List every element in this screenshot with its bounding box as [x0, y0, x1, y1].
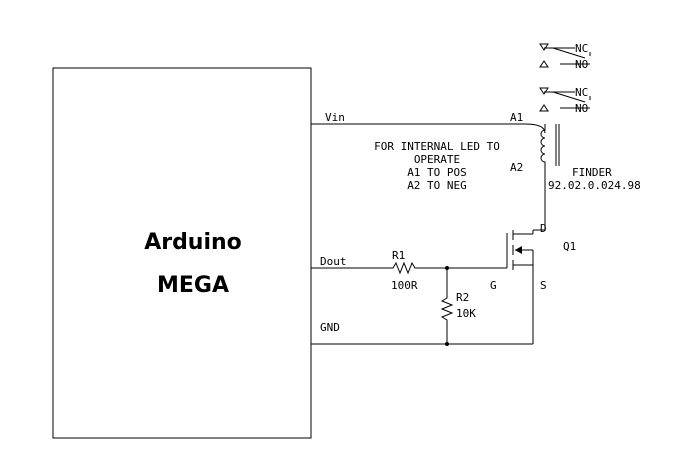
- mosfet-name-label: Q1: [563, 240, 576, 253]
- r2-value-label: 10K: [456, 307, 476, 320]
- contact-2-arm: [552, 91, 586, 103]
- pin-gnd-label: GND: [320, 321, 340, 334]
- relay-part-label: 92.02.0.024.98: [548, 179, 641, 192]
- contact-2-nc-label: NC: [575, 86, 588, 99]
- led-note: FOR INTERNAL LED TO OPERATE A1 TO POS A2…: [374, 140, 500, 192]
- mosfet-arrow: [515, 246, 522, 254]
- relay-contacts-1: NC NO: [539, 42, 591, 71]
- relay-contacts-2: NC NO: [539, 86, 591, 115]
- arduino-label: Arduino: [144, 230, 242, 255]
- arduino-board: [52, 67, 312, 439]
- note-line-1: FOR INTERNAL LED TO: [374, 140, 500, 153]
- contact-1-arm: [552, 47, 586, 59]
- r1-value-label: 100R: [391, 279, 418, 292]
- coil-a1-label: A1: [510, 111, 523, 124]
- r2-pulldown: [440, 268, 454, 344]
- dout-wire-with-r1: [311, 261, 507, 275]
- mosfet-q1: Q1 D G S: [490, 222, 576, 292]
- note-line-2: OPERATE: [414, 153, 460, 166]
- contact-1-nc-label: NC: [575, 42, 588, 55]
- pin-vin-label: Vin: [325, 111, 345, 124]
- relay-coil: [540, 124, 546, 168]
- note-line-3: A1 TO POS: [407, 166, 467, 179]
- mosfet-source-label: S: [540, 279, 547, 292]
- relay-maker-label: FINDER: [572, 166, 612, 179]
- mosfet-gate-label: G: [490, 279, 497, 292]
- pin-dout-label: Dout: [320, 255, 347, 268]
- vin-wire: [311, 123, 546, 134]
- arduino-model-label: MEGA: [157, 273, 229, 298]
- contact-1-no-label: NO: [575, 58, 588, 71]
- contact-2-no-label: NO: [575, 102, 588, 115]
- mosfet-drain-label: D: [540, 222, 547, 235]
- coil-a2-label: A2: [510, 161, 523, 174]
- junction-gnd: [445, 342, 449, 346]
- r1-name-label: R1: [392, 249, 405, 262]
- r2-name-label: R2: [456, 291, 469, 304]
- note-line-4: A2 TO NEG: [407, 179, 467, 192]
